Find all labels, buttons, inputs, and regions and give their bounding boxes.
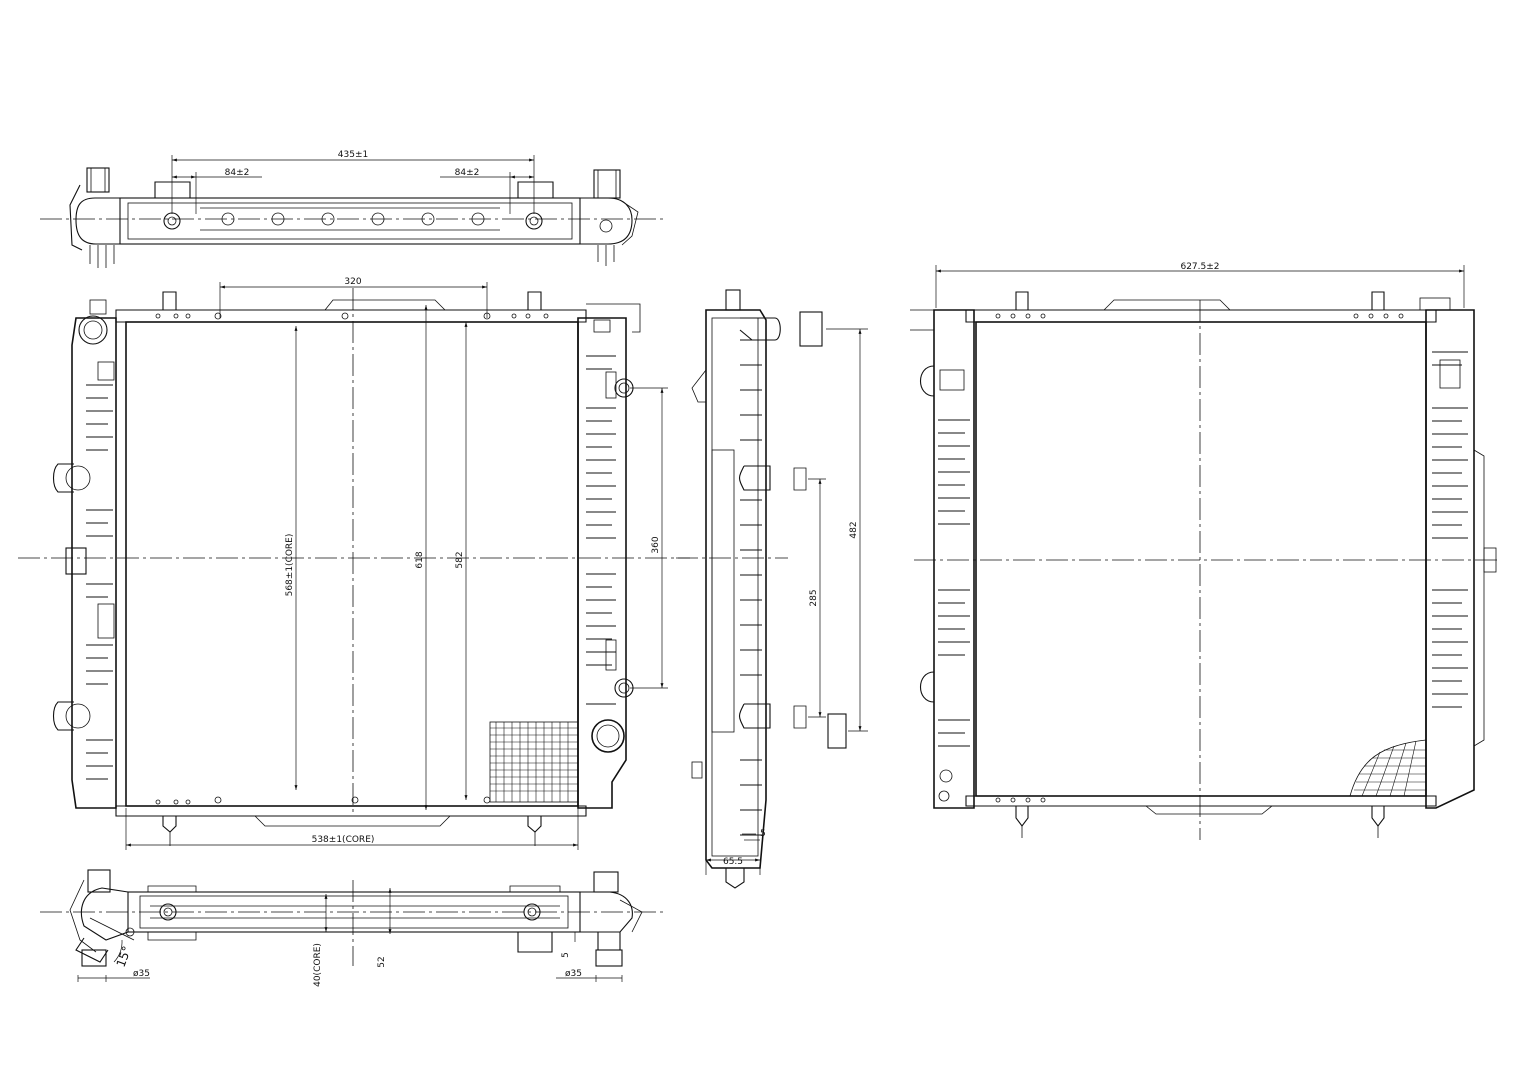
dim-top-left-pitch: 84±2 [225, 168, 250, 178]
bottom-view: 40(CORE) 52 5 ø35 ø35 15° [40, 869, 665, 987]
top-dimensions [171, 155, 535, 214]
side-dimensions [705, 328, 868, 875]
side-view: 482 285 5 65.5 [676, 289, 868, 889]
dim-height-618: 618 [415, 551, 425, 568]
side-ribs [740, 339, 762, 836]
top-view: 435±1 84±2 84±2 [40, 150, 665, 268]
oil-cooler-hatch [489, 721, 579, 803]
dim-side-depth: 65.5 [723, 857, 743, 867]
dim-bottom-angle: 15° [114, 944, 134, 969]
dim-bottom-left-dia: ø35 [133, 969, 150, 979]
dim-side-482: 482 [849, 521, 859, 538]
dim-core-height: 568±1(CORE) [285, 534, 295, 597]
dim-top-right-pitch: 84±2 [455, 168, 480, 178]
front-dimensions [125, 282, 668, 850]
dim-side-285: 285 [809, 589, 819, 606]
rear-rail-holes [995, 313, 1404, 803]
dim-top-width: 435±1 [338, 150, 368, 160]
rear-right-ribs [1432, 351, 1468, 708]
right-tank-ribs [586, 355, 616, 705]
dim-bottom-52: 52 [377, 956, 387, 967]
dim-bottom-5: 5 [561, 952, 571, 958]
rear-left-ribs [938, 419, 970, 747]
dim-bottom-core: 40(CORE) [313, 943, 323, 987]
front-view: 320 568±1(CORE) 618 582 360 538±1(CORE) [18, 277, 690, 850]
bottom-dimensions [77, 888, 623, 982]
top-slots [221, 212, 485, 226]
dim-height-582: 582 [455, 551, 465, 568]
rear-dimensions [935, 265, 1465, 308]
dim-core-width: 538±1(CORE) [312, 835, 375, 845]
dim-rear-width: 627.5±2 [1180, 262, 1219, 272]
rear-hatch [1349, 739, 1427, 797]
dim-height-360: 360 [651, 536, 661, 553]
rear-view: 627.5±2 [910, 262, 1498, 840]
dim-front-320: 320 [344, 277, 361, 287]
dim-bottom-right-dia: ø35 [565, 969, 582, 979]
dim-side-5: 5 [760, 829, 766, 839]
front-rail-holes [155, 312, 549, 805]
left-tank-ribs [86, 384, 113, 780]
